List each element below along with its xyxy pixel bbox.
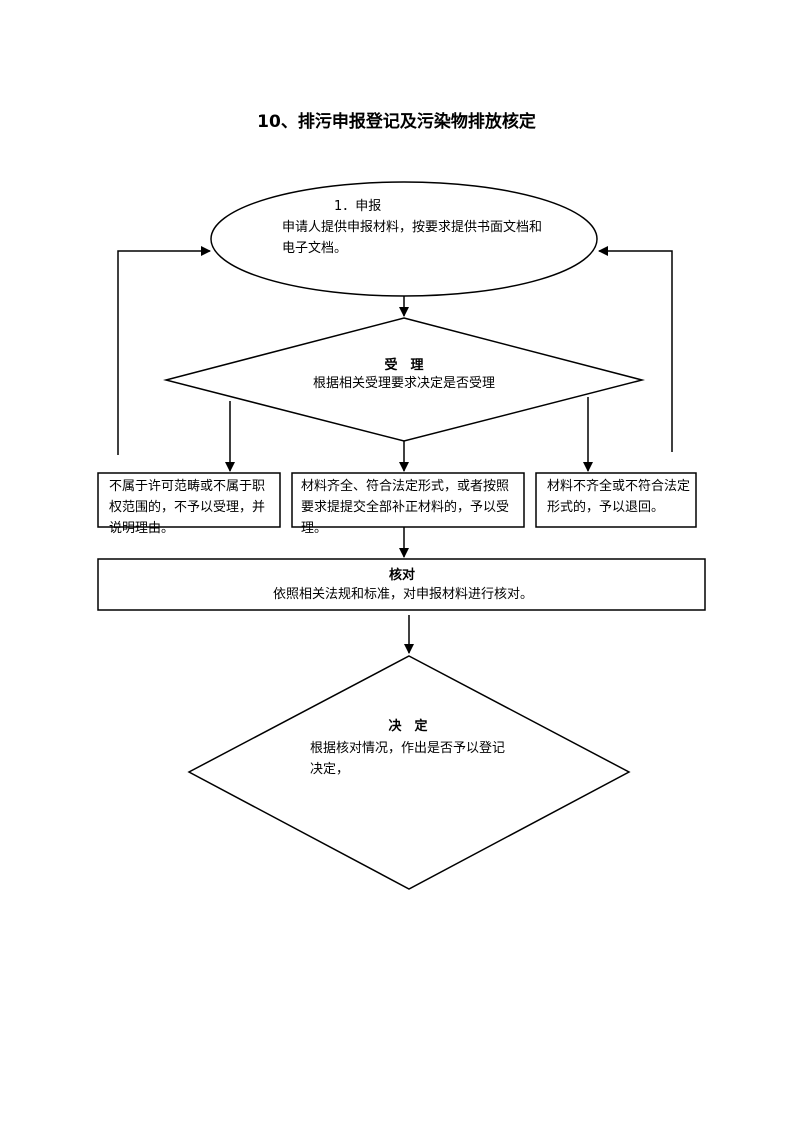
arrow-reject-back-to-apply	[117, 246, 211, 455]
complete-body: 材料齐全、符合法定形式，或者按照要求提提交全部补正材料的，予以受理。	[301, 479, 510, 536]
accept-heading: 受 理	[384, 358, 424, 373]
accept-body: 根据相关受理要求决定是否受理	[312, 376, 495, 391]
reject-body: 不属于许可范畴或不属于职权范围的，不予以受理，并说明理由。	[109, 479, 266, 536]
decide-diamond	[187, 655, 631, 890]
page-title: 10、排污申报登记及污染物排放核定	[257, 112, 536, 132]
arrow-incomplete-back-to-apply	[598, 246, 673, 452]
complete-box	[291, 472, 525, 528]
decide-body: 根据核对情况，作出是否予以登记决定，	[310, 741, 506, 777]
reject-box	[97, 472, 281, 528]
decide-heading: 决 定	[388, 719, 428, 734]
apply-body: 申请人提供申报材料，按要求提供书面文档和电子文档。	[282, 220, 543, 256]
incomplete-body: 材料不齐全或不符合法定形式的，予以退回。	[547, 479, 691, 515]
incomplete-box	[535, 472, 697, 528]
apply-heading: 1．申报	[334, 199, 382, 214]
verify-heading: 核对	[388, 568, 415, 583]
verify-body: 依照相关法规和标准，对申报材料进行核对。	[272, 587, 533, 602]
verify-box	[97, 558, 706, 611]
